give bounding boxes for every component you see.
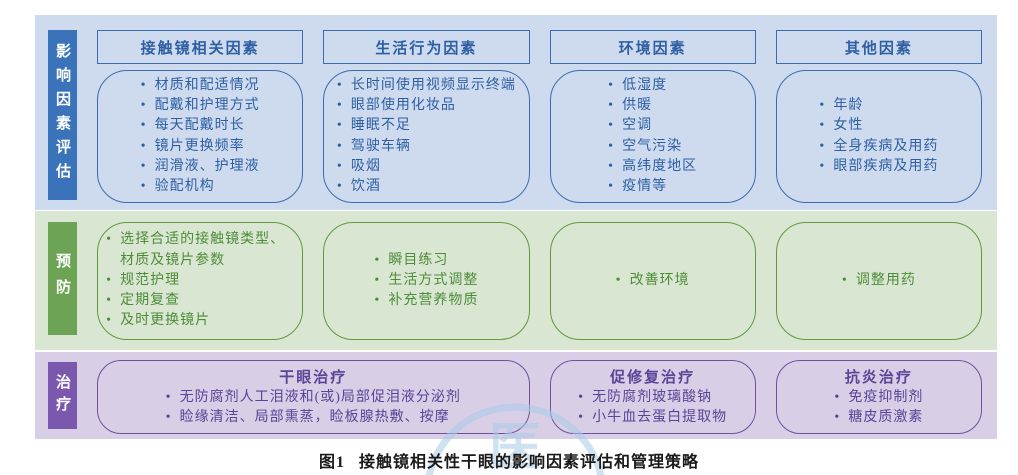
figure-caption-label: 图1	[318, 454, 345, 471]
assessment-box-row: 材质和配适情况 配戴和护理方式 每天配戴时长 镜片更换频率 润滑液、护理液 验配…	[97, 70, 982, 203]
list-item: 定期复查	[106, 291, 294, 312]
list-item: 调整用药	[842, 271, 916, 292]
list-item: 驾驶车辆	[337, 137, 516, 158]
assessment-row-label: 影响因素评估	[48, 30, 77, 200]
list-item: 材质和配适情况	[141, 76, 260, 97]
list-item: 验配机构	[141, 177, 260, 198]
list-item: 无防腐剂人工泪液和(或)局部促泪液分泌剂	[166, 388, 461, 409]
treatment-box-row: 干眼治疗 无防腐剂人工泪液和(或)局部促泪液分泌剂 睑缘清洁、局部熏蒸，睑板腺热…	[97, 360, 982, 434]
list-item: 及时更换镜片	[106, 311, 294, 332]
assessment-box-other: 年龄 女性 全身疾病及用药 眼部疾病及用药	[775, 70, 982, 203]
list-item: 全身疾病及用药	[819, 137, 938, 158]
treatment-box-dry-eye: 干眼治疗 无防腐剂人工泪液和(或)局部促泪液分泌剂 睑缘清洁、局部熏蒸，睑板腺热…	[97, 360, 530, 434]
treatment-row-label: 治疗	[48, 362, 77, 429]
list-item: 饮酒	[337, 177, 516, 198]
list-item: 选择合适的接触镜类型、材质及镜片参数	[106, 230, 294, 271]
list-item: 补充营养物质	[374, 291, 478, 312]
assessment-box-environment: 低湿度 供暖 空调 空气污染 高纬度地区 疫情等	[549, 70, 756, 203]
list-item: 镜片更换频率	[141, 137, 260, 158]
prevention-box-row: 选择合适的接触镜类型、材质及镜片参数 规范护理 定期复查 及时更换镜片 瞬目练习…	[97, 222, 982, 340]
list-item: 吸烟	[337, 157, 516, 178]
list-item: 糖皮质激素	[834, 408, 923, 429]
list-item: 眼部疾病及用药	[819, 157, 938, 178]
assessment-band: 影响因素评估 接触镜相关因素 生活行为因素 环境因素 其他因素 材质和配适情况 …	[35, 15, 997, 210]
list-item: 眼部使用化妆品	[337, 96, 516, 117]
column-header-environment-factors: 环境因素	[549, 30, 756, 64]
assessment-box-lifestyle: 长时间使用视频显示终端 眼部使用化妆品 睡眠不足 驾驶车辆 吸烟 饮酒	[323, 70, 530, 203]
list-item: 润滑液、护理液	[141, 157, 260, 178]
column-header-lifestyle-factors: 生活行为因素	[323, 30, 530, 64]
list-item: 睑缘清洁、局部熏蒸，睑板腺热敷、按摩	[166, 408, 461, 429]
list-item: 疫情等	[608, 177, 697, 198]
figure-caption: 图1 接触镜相关性干眼的影响因素评估和管理策略	[0, 448, 1018, 472]
treatment-box-repair: 促修复治疗 无防腐剂玻璃酸钠 小牛血去蛋白提取物	[549, 360, 756, 434]
list-item: 配戴和护理方式	[141, 96, 260, 117]
list-item: 空气污染	[608, 137, 697, 158]
list-item: 空调	[608, 116, 697, 137]
list-item: 瞬目练习	[374, 251, 478, 272]
list-item: 免疫抑制剂	[834, 388, 923, 409]
treatment-title: 抗炎治疗	[844, 369, 913, 386]
list-item: 小牛血去蛋白提取物	[578, 408, 727, 429]
list-item: 高纬度地区	[608, 157, 697, 178]
prevention-row-label: 预防	[48, 222, 77, 335]
list-item: 生活方式调整	[374, 271, 478, 292]
list-item: 改善环境	[616, 271, 690, 292]
column-header-other-factors: 其他因素	[775, 30, 982, 64]
list-item: 规范护理	[106, 271, 294, 292]
list-item: 睡眠不足	[337, 116, 516, 137]
figure-caption-text: 接触镜相关性干眼的影响因素评估和管理策略	[359, 454, 700, 471]
prevention-band: 预防 选择合适的接触镜类型、材质及镜片参数 规范护理 定期复查 及时更换镜片 瞬…	[35, 211, 997, 350]
prevention-box-environment: 改善环境	[549, 222, 756, 340]
list-item: 长时间使用视频显示终端	[337, 76, 516, 97]
treatment-title: 促修复治疗	[610, 369, 696, 386]
list-item: 每天配戴时长	[141, 116, 260, 137]
treatment-band: 治疗 干眼治疗 无防腐剂人工泪液和(或)局部促泪液分泌剂 睑缘清洁、局部熏蒸，睑…	[35, 352, 997, 439]
assessment-header-row: 接触镜相关因素 生活行为因素 环境因素 其他因素	[97, 30, 982, 64]
list-item: 供暖	[608, 96, 697, 117]
column-header-lens-factors: 接触镜相关因素	[97, 30, 304, 64]
assessment-box-lens: 材质和配适情况 配戴和护理方式 每天配戴时长 镜片更换频率 润滑液、护理液 验配…	[97, 70, 304, 203]
treatment-title: 干眼治疗	[279, 369, 348, 386]
prevention-box-medication: 调整用药	[775, 222, 982, 340]
prevention-box-lifestyle: 瞬目练习 生活方式调整 补充营养物质	[323, 222, 530, 340]
prevention-box-lens: 选择合适的接触镜类型、材质及镜片参数 规范护理 定期复查 及时更换镜片	[97, 222, 304, 340]
list-item: 年龄	[819, 96, 938, 117]
list-item: 无防腐剂玻璃酸钠	[578, 388, 727, 409]
list-item: 女性	[819, 116, 938, 137]
list-item: 低湿度	[608, 76, 697, 97]
treatment-box-anti-inflammatory: 抗炎治疗 免疫抑制剂 糖皮质激素	[775, 360, 982, 434]
